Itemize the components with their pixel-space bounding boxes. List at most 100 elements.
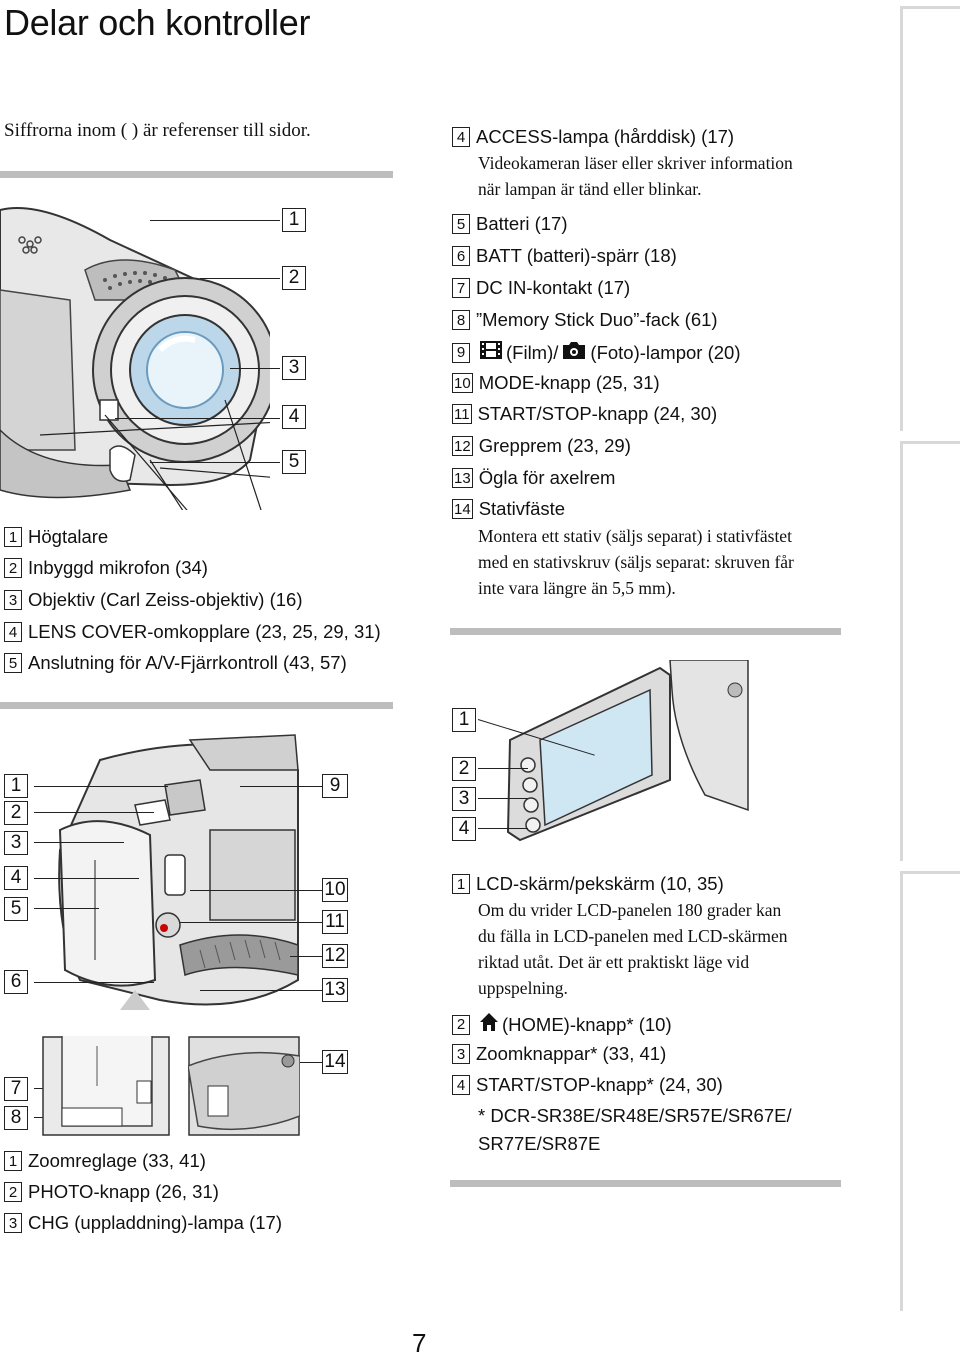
leader-line xyxy=(150,220,280,221)
camcorder-front-illustration xyxy=(0,200,270,510)
item-description: Videokameran läser eller skriver informa… xyxy=(478,153,793,199)
camcorder-side-illustration xyxy=(40,730,300,1020)
item-number: 5 xyxy=(4,653,22,673)
item-number: 4 xyxy=(4,622,22,642)
leader-line xyxy=(150,462,280,463)
item-label: BATT (batteri)-spärr (18) xyxy=(476,245,677,266)
callout-1: 1 xyxy=(4,774,28,798)
callout-14: 14 xyxy=(322,1050,348,1074)
item-label: MODE-knapp (25, 31) xyxy=(478,372,660,393)
callout-11: 11 xyxy=(322,910,348,934)
item-label: Ögla för axelrem xyxy=(478,467,616,488)
leader-line xyxy=(478,798,528,799)
item-number: 1 xyxy=(4,527,22,547)
callout-2: 2 xyxy=(282,266,306,290)
leader-line xyxy=(200,990,322,991)
item-number: 1 xyxy=(452,874,470,894)
item-label: CHG (uppladdning)-lampa (17) xyxy=(28,1212,282,1233)
leader-line xyxy=(34,982,154,983)
item-label: Objektiv (Carl Zeiss-objektiv) (16) xyxy=(28,589,303,610)
item-label: Stativfäste xyxy=(478,498,566,519)
item-number: 11 xyxy=(452,404,472,424)
leader-line xyxy=(34,786,168,787)
item-number: 4 xyxy=(452,1075,470,1095)
item-number: 7 xyxy=(452,278,470,298)
divider xyxy=(450,628,841,635)
item-number: 6 xyxy=(452,246,470,266)
item-number: 4 xyxy=(452,127,470,147)
callout-13: 13 xyxy=(322,978,348,1002)
leader-line xyxy=(290,956,322,957)
item-number: 2 xyxy=(4,1182,22,1202)
item-number: 3 xyxy=(4,1213,22,1233)
side-tab-index[interactable] xyxy=(900,441,960,861)
item-label: START/STOP-knapp* (24, 30) xyxy=(476,1074,723,1095)
item-description: Montera ett stativ (säljs separat) i sta… xyxy=(478,526,794,598)
list-item: 9 (Film)/ (Foto)-lampor (20) xyxy=(452,340,741,365)
item-label: DC IN-kontakt (17) xyxy=(476,277,631,298)
divider xyxy=(0,171,393,178)
callout-9: 9 xyxy=(322,774,348,798)
item-number: 8 xyxy=(452,310,470,330)
list-item: 6 BATT (batteri)-spärr (18) xyxy=(452,245,677,267)
callout-4: 4 xyxy=(282,405,306,429)
leader-line xyxy=(180,922,322,923)
item-number: 13 xyxy=(452,468,473,488)
callout-3: 3 xyxy=(282,356,306,380)
item-label: Högtalare xyxy=(28,526,109,547)
film-icon xyxy=(479,340,503,365)
item-number: 10 xyxy=(452,373,473,393)
item-label: Zoomknappar* (33, 41) xyxy=(476,1043,667,1064)
list-item: 2 PHOTO-knapp (26, 31) xyxy=(4,1181,219,1203)
leader-line xyxy=(34,842,124,843)
item-number: 9 xyxy=(452,342,470,363)
callout-4: 4 xyxy=(452,817,476,841)
model-footnote: * DCR-SR38E/SR48E/SR57E/SR67E/ SR77E/SR8… xyxy=(478,1105,792,1154)
divider xyxy=(450,1180,841,1187)
item-number: 1 xyxy=(4,1151,22,1171)
callout-12: 12 xyxy=(322,944,348,968)
item-label: PHOTO-knapp (26, 31) xyxy=(28,1181,219,1202)
item-label: Grepprem (23, 29) xyxy=(478,435,631,456)
side-tab-contents[interactable] xyxy=(900,6,960,431)
list-item: 1 Zoomreglage (33, 41) xyxy=(4,1150,206,1172)
callout-8: 8 xyxy=(4,1106,28,1130)
leader-line xyxy=(230,368,280,369)
item-label: (Foto)-lampor (20) xyxy=(590,341,741,363)
leader-line xyxy=(34,812,154,813)
callout-1: 1 xyxy=(282,208,306,232)
item-number: 5 xyxy=(452,214,470,234)
item-number: 2 xyxy=(452,1014,470,1035)
page-title: Delar och kontroller xyxy=(4,2,311,43)
callout-2: 2 xyxy=(4,801,28,825)
list-item: 7 DC IN-kontakt (17) xyxy=(452,277,630,299)
callout-5: 5 xyxy=(4,897,28,921)
item-label: (Film)/ xyxy=(506,341,559,363)
callout-1: 1 xyxy=(452,708,476,732)
callout-3: 3 xyxy=(4,831,28,855)
item-label: LCD-skärm/pekskärm (10, 35) xyxy=(476,873,724,894)
list-item: 1 Högtalare xyxy=(4,526,108,548)
side-tab-glossary[interactable] xyxy=(900,871,960,1311)
item-label: Zoomreglage (33, 41) xyxy=(28,1150,206,1171)
list-item: 2 (HOME)-knapp* (10) xyxy=(452,1012,672,1037)
callout-4: 4 xyxy=(4,866,28,890)
item-label: Batteri (17) xyxy=(476,213,568,234)
leader-line xyxy=(240,786,322,787)
dc-in-inset xyxy=(188,1036,300,1136)
callout-10: 10 xyxy=(322,878,348,902)
item-label: LENS COVER-omkopplare (23, 25, 29, 31) xyxy=(28,621,381,642)
lcd-panel-illustration xyxy=(500,660,750,845)
item-description: Om du vrider LCD-panelen 180 grader kan … xyxy=(478,900,788,998)
page-number: 7 xyxy=(412,1328,427,1357)
callout-2: 2 xyxy=(452,757,476,781)
item-number: 2 xyxy=(4,558,22,578)
